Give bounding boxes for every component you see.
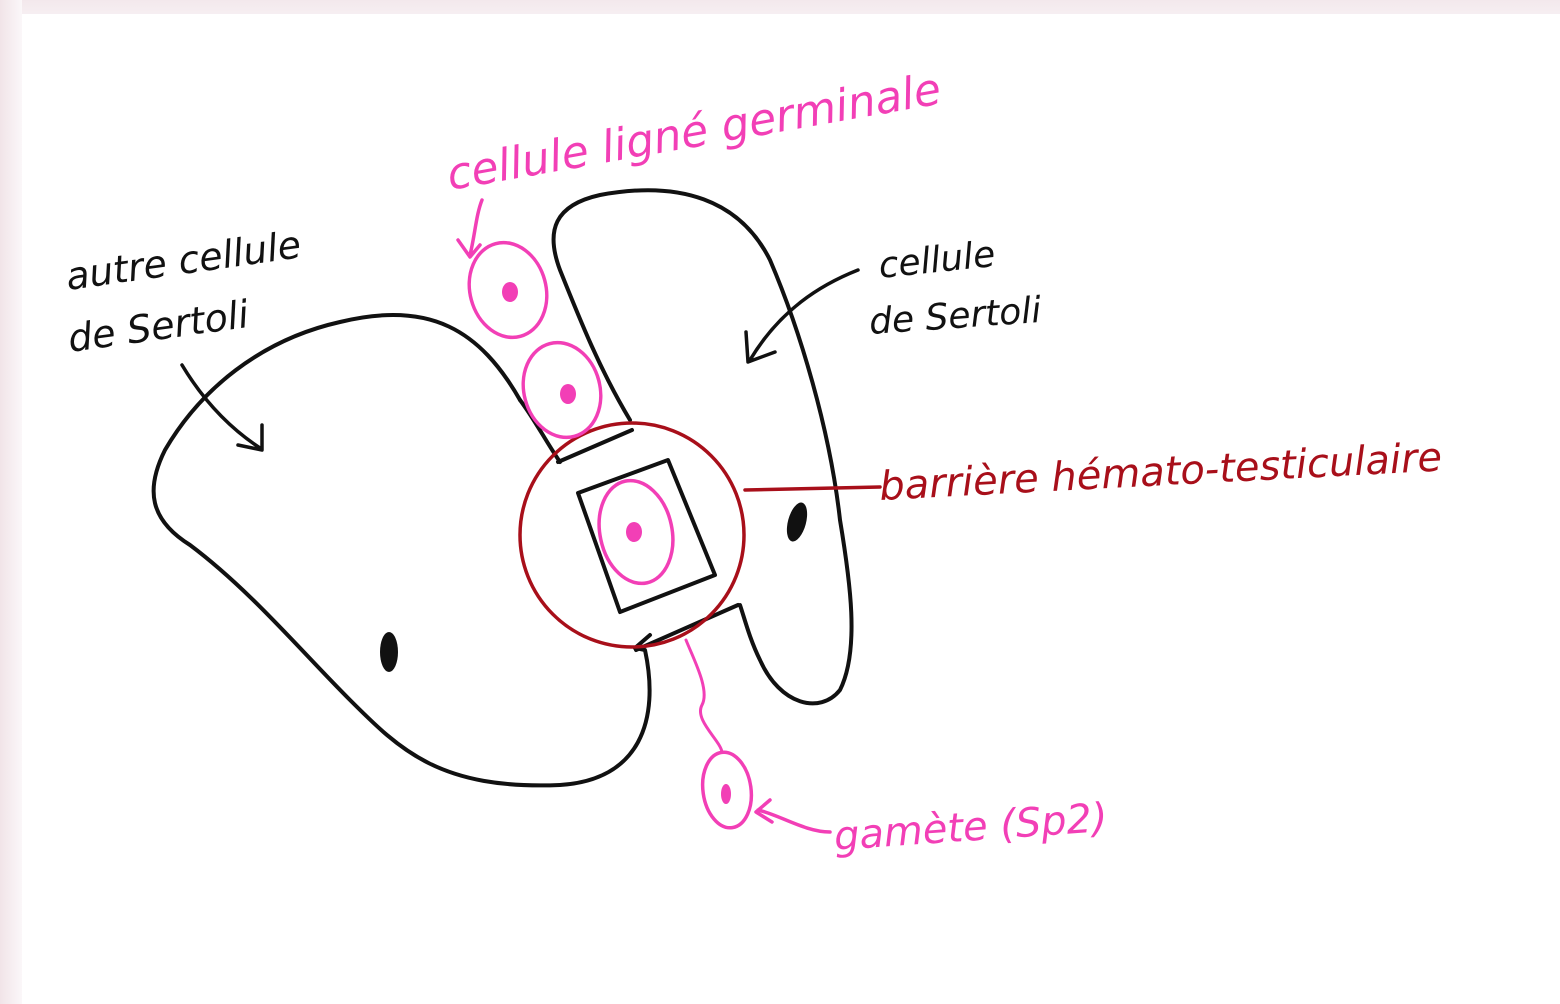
gamete-arrow <box>754 798 832 834</box>
gamete-flagellum <box>684 638 724 754</box>
sertoli-nucleus <box>786 502 808 542</box>
barrier-leader-line <box>743 485 882 492</box>
other-sertoli-label-line1: autre cellule <box>63 222 304 299</box>
germ-cell-1 <box>467 240 549 340</box>
sertoli-arrow <box>744 268 860 364</box>
sertoli-label-line1: cellule <box>877 234 998 287</box>
barrier-circle <box>518 421 746 649</box>
adluminal-compartment <box>576 458 717 614</box>
other-sertoli-top-edge <box>518 398 562 464</box>
paper <box>22 14 1560 1004</box>
germ-cell-2 <box>521 340 603 440</box>
germline-arrow <box>456 198 484 259</box>
germ-cell-3-nucleus <box>626 522 642 542</box>
junction-lower <box>634 603 740 652</box>
junction-upper <box>556 428 634 464</box>
gamete-label: gamète (Sp2) <box>832 795 1108 860</box>
germ-cell-2-nucleus <box>560 384 576 404</box>
other-sertoli-label-line2: de Sertoli <box>65 292 252 361</box>
germ-cell-3 <box>597 478 675 586</box>
germline-label: cellule ligné germinale <box>443 64 945 201</box>
other-sertoli-nucleus <box>380 632 398 672</box>
barrier-label: barrière hémato-testiculaire <box>878 435 1443 510</box>
other-sertoli-arrow <box>180 363 264 452</box>
other-sertoli-cell <box>151 313 652 788</box>
germ-cell-1-nucleus <box>502 282 518 302</box>
left-border <box>0 0 22 1004</box>
sertoli-cell <box>551 188 854 706</box>
sertoli-label-line2: de Sertoli <box>868 290 1043 343</box>
gamete-nucleus <box>721 784 731 804</box>
